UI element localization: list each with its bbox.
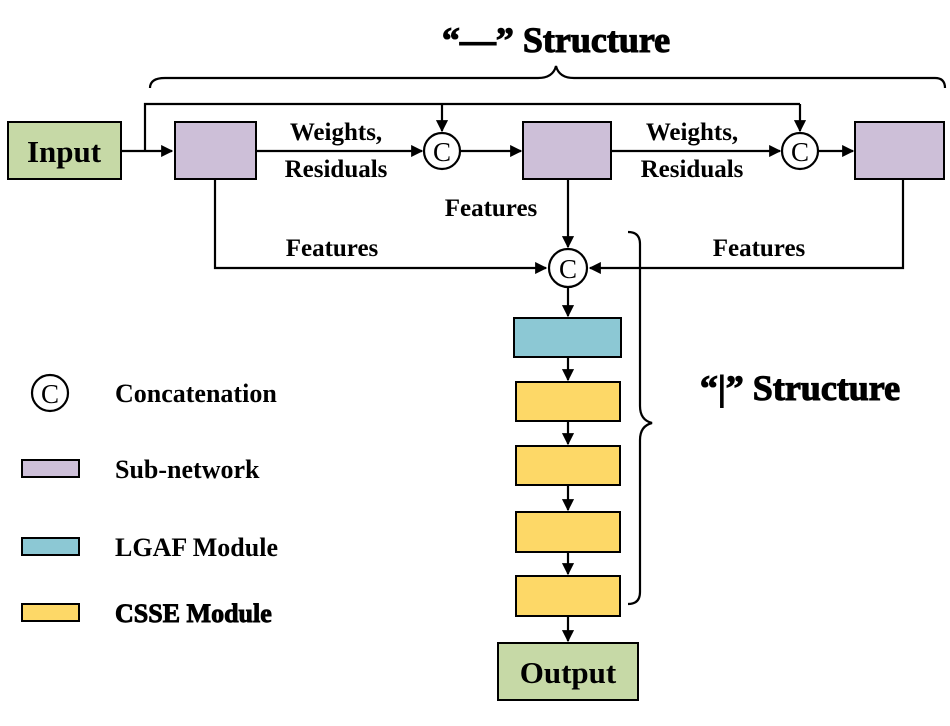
legend-concatenation-label: Concatenation (115, 379, 277, 408)
input-bypass-line (143, 102, 800, 151)
csse-module-box-2 (515, 445, 621, 486)
lgaf-module-box (513, 317, 622, 358)
subnet1-features-arrow (213, 179, 548, 275)
features-label-center: Features (445, 195, 538, 222)
output-box (497, 642, 639, 701)
weights-label-1: Weights, (290, 119, 382, 146)
subnet3-features-arrow (588, 179, 905, 275)
concat-node-1-symbol: C (433, 137, 451, 167)
legend-csse-swatch (21, 603, 80, 622)
horizontal-structure-title: “—” Structure (442, 20, 670, 60)
residuals-label-1: Residuals (285, 156, 388, 183)
vertical-structure-title: “|” Structure (700, 368, 900, 408)
input-box (7, 121, 122, 180)
legend-subnetwork-swatch (21, 459, 80, 478)
features-label-right: Features (713, 235, 806, 262)
csse-module-box-3 (515, 511, 621, 553)
concat-node-2-symbol: C (791, 137, 809, 167)
subnetwork-2 (522, 121, 612, 180)
weights-label-2: Weights, (646, 119, 738, 146)
legend-lgaf-label: LGAF Module (115, 533, 278, 562)
horizontal-structure-brace (148, 65, 947, 89)
input-label: Input (27, 134, 102, 169)
residuals-label-2: Residuals (641, 156, 744, 183)
legend-csse-label: CSSE Module (115, 599, 272, 628)
output-label: Output (520, 655, 617, 690)
legend-subnetwork-label: Sub-network (115, 455, 260, 484)
vertical-structure-brace (627, 230, 653, 606)
subnetwork-3 (854, 121, 945, 180)
csse-module-box-4 (515, 575, 621, 617)
concat-node-center-symbol: C (559, 254, 577, 284)
legend-concat-icon (30, 373, 70, 413)
subnetwork-1 (174, 121, 257, 180)
csse-module-box-1 (515, 381, 621, 422)
legend-lgaf-swatch (21, 537, 80, 556)
legend-concat-icon-symbol: C (41, 379, 59, 409)
features-label-left: Features (286, 235, 379, 262)
